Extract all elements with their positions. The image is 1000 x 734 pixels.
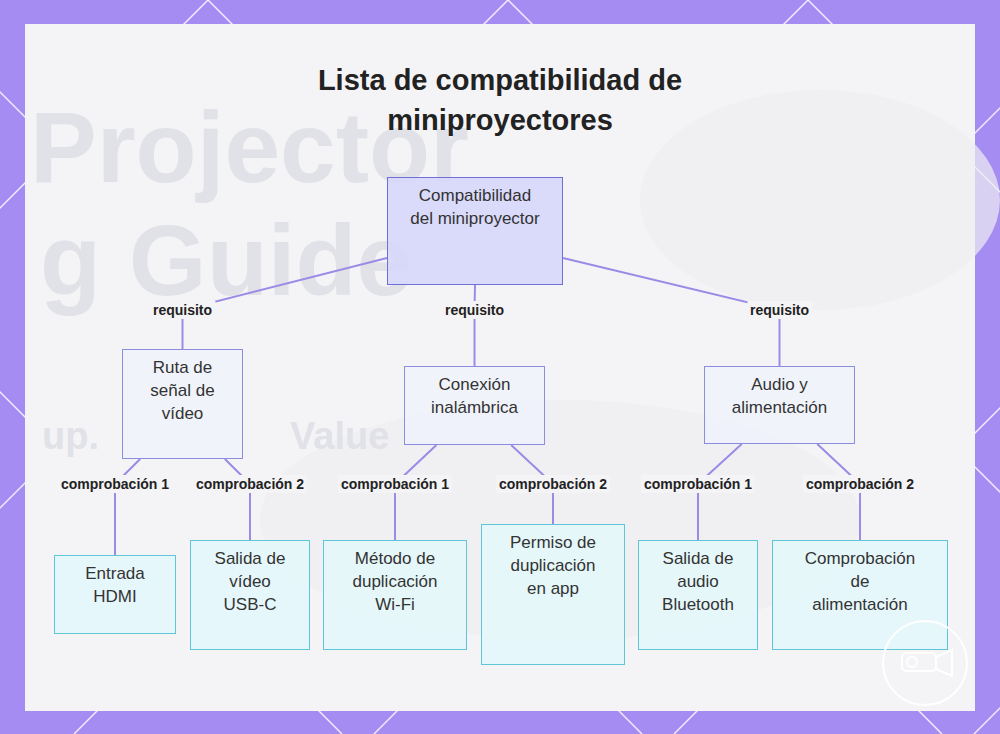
check-box: Entrada HDMI (54, 555, 176, 634)
edge-label: comprobación 1 (641, 475, 755, 493)
edge-label: comprobación 2 (193, 475, 307, 493)
node-text: Salida de vídeo USB-C (207, 547, 293, 616)
edge-label: comprobación 1 (338, 475, 452, 493)
connector-line (115, 459, 140, 555)
category-box: Conexión inalámbrica (404, 366, 545, 445)
root-box: Compatibilidad del miniproyector (387, 177, 563, 285)
node-text: Método de duplicación Wi-Fi (344, 547, 446, 616)
node-text: Salida de audio Bluetooth (656, 547, 740, 616)
watermark-text: Value (290, 416, 389, 458)
node-text: Entrada HDMI (76, 562, 154, 608)
check-box: Método de duplicación Wi-Fi (323, 540, 467, 650)
check-box: Salida de audio Bluetooth (638, 540, 758, 650)
category-box: Audio y alimentación (704, 366, 855, 444)
node-text: Ruta de señal de vídeo (142, 356, 224, 425)
blurred-photo (640, 90, 1000, 310)
check-box: Salida de vídeo USB-C (190, 540, 310, 650)
check-box: Permiso de duplicación en app (481, 524, 625, 665)
connector-line (225, 459, 250, 540)
connector-line (474, 285, 477, 366)
edge-label: comprobación 2 (803, 475, 917, 493)
node-text: Audio y alimentación (721, 373, 839, 419)
edge-label: requisito (150, 301, 215, 319)
edge-label: requisito (747, 301, 812, 319)
check-box: Comprobación de alimentación (772, 540, 948, 650)
node-text: Compatibilidad del miniproyector (409, 184, 541, 230)
node-text: Comprobación de alimentación (804, 547, 916, 616)
watermark-text: up. (42, 416, 99, 458)
edge-label: comprobación 2 (496, 475, 610, 493)
edge-label: requisito (442, 301, 507, 319)
node-text: Conexión inalámbrica (415, 373, 535, 419)
diagram-title: Lista de compatibilidad de miniproyector… (290, 60, 710, 140)
node-text: Permiso de duplicación en app (502, 531, 604, 600)
category-box: Ruta de señal de vídeo (122, 349, 243, 459)
edge-label: comprobación 1 (58, 475, 172, 493)
